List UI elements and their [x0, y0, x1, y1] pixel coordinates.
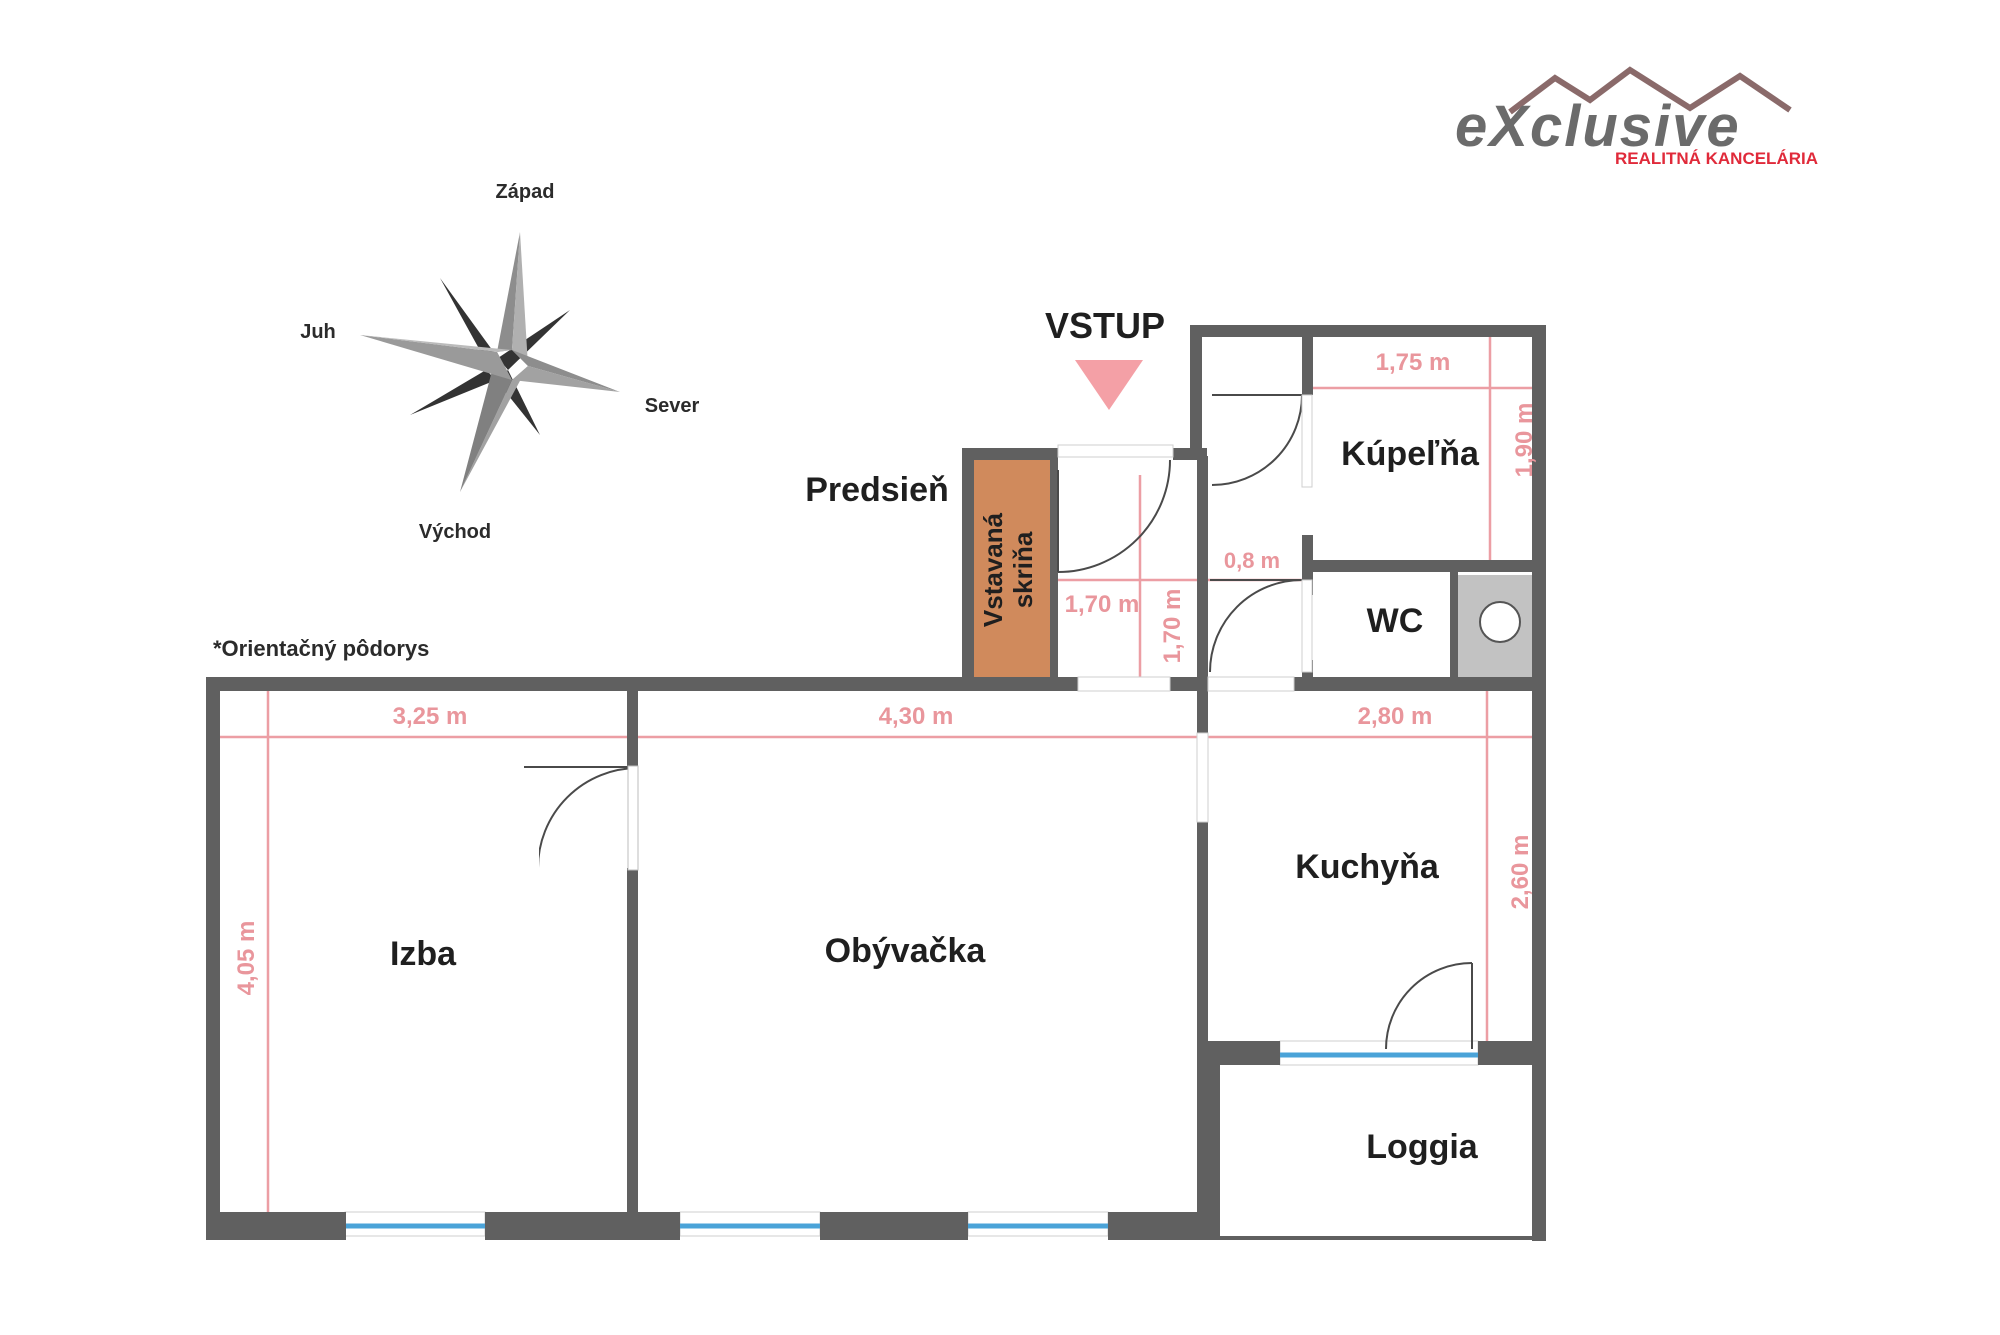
room-label-kuchyna: Kuchyňa — [1295, 848, 1440, 886]
compass-east-label: Východ — [419, 521, 491, 543]
wardrobe-label-line1: Vstavaná — [978, 512, 1008, 627]
orientation-note: *Orientačný pôdorys — [213, 636, 429, 661]
doors — [524, 394, 1473, 1050]
dim-izba-width: 3,25 m — [393, 703, 468, 730]
room-label-obyvacka: Obývačka — [825, 932, 987, 970]
logo-word: eXclusive — [1455, 94, 1741, 159]
compass-north-label: Sever — [645, 395, 700, 417]
entry-arrow-icon — [1075, 360, 1143, 410]
logo-tagline: REALITNÁ KANCELÁRIA — [1615, 149, 1818, 168]
dim-kuchyna-height: 2,60 m — [1507, 835, 1534, 910]
dim-predsien-height: 1,70 m — [1159, 589, 1186, 664]
dim-kupelna-width: 1,75 m — [1376, 349, 1451, 376]
walls — [206, 325, 1546, 1241]
room-label-kupelna: Kúpeľňa — [1341, 435, 1480, 473]
room-label-predsien: Predsieň — [805, 471, 949, 509]
entry-label: VSTUP — [1045, 305, 1165, 346]
compass-west-label: Západ — [496, 181, 555, 203]
windows — [344, 1040, 1479, 1237]
wardrobe-label-line2: skriňa — [1008, 531, 1038, 608]
wardrobe-label: Vstavaná skriňa — [978, 512, 1038, 627]
dim-obyvacka-width: 4,30 m — [879, 703, 954, 730]
dim-predsien-width: 1,70 m — [1065, 591, 1140, 618]
dim-kuchyna-width: 2,80 m — [1358, 703, 1433, 730]
compass-rose-icon — [360, 232, 620, 492]
dim-corridor-width: 0,8 m — [1224, 548, 1280, 573]
built-in-wardrobe — [974, 460, 1050, 678]
room-label-loggia: Loggia — [1366, 1128, 1479, 1166]
logo-roof-icon — [1508, 66, 1792, 115]
room-label-wc: WC — [1367, 602, 1424, 640]
company-logo: eXclusive REALITNÁ KANCELÁRIA — [1455, 66, 1818, 168]
dim-kupelna-height: 1,90 m — [1511, 403, 1538, 478]
toilet-icon — [1479, 601, 1521, 643]
room-label-izba: Izba — [390, 935, 457, 973]
dimension-lines — [218, 335, 1545, 1215]
dim-izba-height: 4,05 m — [233, 921, 260, 996]
compass-south-label: Juh — [300, 321, 336, 343]
